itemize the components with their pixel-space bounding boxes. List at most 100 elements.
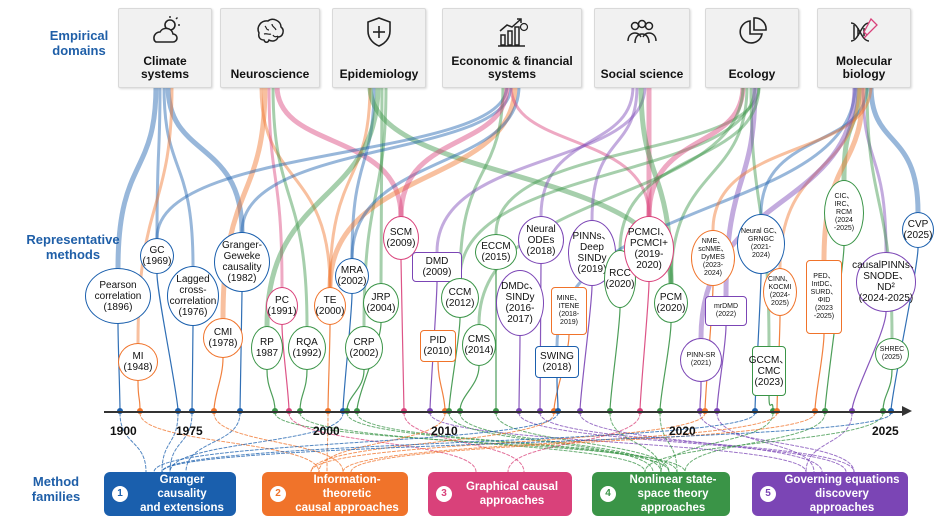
- method-node: CRP (2002): [345, 326, 383, 370]
- domain-method-link: [155, 84, 162, 240]
- domain-climate-systems: Climate systems: [118, 8, 212, 88]
- method-node: MRA (2002): [335, 258, 369, 294]
- method-stem: [459, 365, 480, 412]
- method-node: MINE、 ITENE (2018- 2019): [551, 287, 587, 335]
- method-node: MI (1948): [118, 343, 158, 381]
- domain-method-link: [458, 84, 505, 280]
- method-family-link: [609, 412, 662, 473]
- domain-method-link: [698, 83, 858, 341]
- method-stem: [814, 333, 825, 412]
- method-stem: [639, 281, 650, 412]
- method-family-link: [659, 412, 678, 473]
- method-stem: [299, 369, 308, 412]
- method-stem: [191, 325, 194, 412]
- domain-method-link: [539, 84, 635, 218]
- family-graphical-causal: 3 Graphical causal approaches: [428, 472, 572, 516]
- domain-method-link: [350, 84, 521, 260]
- domain-molecular-biology: Molecular biology: [817, 8, 911, 88]
- family-label: Governing equations discovery approaches: [784, 474, 900, 514]
- method-stem: [890, 247, 919, 412]
- domain-method-link: [494, 84, 761, 236]
- pie-chart-icon: [735, 15, 769, 49]
- domain-method-link: [868, 83, 921, 215]
- tick-label-2000: 2000: [313, 424, 340, 438]
- method-node: GC (1969): [140, 238, 174, 274]
- method-node: GCCM、 CMC (2023): [749, 346, 789, 396]
- method-stem: [327, 324, 331, 412]
- method-family-link: [326, 412, 329, 473]
- domain-method-link: [669, 84, 749, 285]
- method-family-link: [350, 412, 816, 473]
- cloud-sun-icon: [148, 15, 182, 49]
- tick-label-2025: 2025: [872, 424, 899, 438]
- row-label-empirical-domains: Empirical domains: [49, 28, 109, 58]
- family-label: Granger causality and extensions: [140, 474, 224, 514]
- method-stem: [716, 325, 727, 412]
- domain-epidemiology: Epidemiology: [332, 8, 426, 88]
- method-family-link: [660, 412, 774, 473]
- tick-label-2010: 2010: [431, 424, 458, 438]
- method-stem: [156, 273, 179, 412]
- method-node: CMI (1978): [203, 318, 243, 358]
- family-label: Information-theoretic causal approaches: [295, 474, 399, 514]
- method-stem: [346, 369, 365, 412]
- domain-social-science: Social science: [594, 8, 690, 88]
- method-node: DMDc、 SINDy (2016- 2017): [496, 270, 544, 336]
- domain-method-link: [267, 84, 284, 289]
- domain-method-link: [646, 83, 746, 219]
- domain-method-link: [259, 84, 332, 289]
- method-node: CCM (2012): [441, 278, 479, 318]
- domain-label: Neuroscience: [230, 67, 310, 81]
- tick-label-1900: 1900: [110, 424, 137, 438]
- domain-method-link: [509, 84, 651, 218]
- domain-method-link: [778, 84, 861, 270]
- family-governing-equations: 5 Governing equations discovery approache…: [752, 472, 908, 516]
- domain-method-link: [590, 84, 639, 222]
- domain-method-link: [165, 83, 245, 235]
- method-stem: [539, 263, 542, 412]
- domain-economic-financial-systems: Economic & financial systems: [442, 8, 582, 88]
- method-stem: [213, 357, 224, 412]
- method-family-link: [299, 412, 646, 473]
- method-family-link: [539, 412, 855, 473]
- method-node: JRP (2004): [363, 283, 399, 323]
- method-node: ECCM (2015): [475, 234, 517, 270]
- method-family-link: [644, 412, 884, 473]
- row-label-representative-methods: Representative methods: [26, 232, 120, 262]
- family-number-badge: 5: [760, 486, 776, 502]
- shield-plus-icon: [362, 15, 396, 49]
- family-granger-causality: 1 Granger causality and extensions: [104, 472, 236, 516]
- family-number-badge: 4: [600, 486, 616, 502]
- method-stem: [851, 311, 887, 412]
- tick-label-1975: 1975: [176, 424, 203, 438]
- method-node: PED、 IntDC、 SURD、 ΦID (2023 -2025): [806, 260, 842, 334]
- method-stem: [281, 324, 290, 412]
- domain-method-link: [328, 84, 372, 289]
- method-node: mrDMD (2022): [705, 296, 747, 326]
- method-node: CMS (2014): [462, 324, 496, 366]
- domain-label: Epidemiology: [339, 67, 419, 81]
- method-node: SHREC (2025): [875, 338, 909, 370]
- method-node: CIC、 IRC、 RCM (2024 -2025): [824, 180, 864, 246]
- method-stem: [448, 317, 461, 412]
- method-stem: [400, 259, 405, 412]
- domain-method-link: [240, 84, 513, 234]
- domain-method-link: [477, 84, 745, 326]
- timeline-arrowhead: [902, 406, 912, 416]
- method-family-link: [119, 412, 147, 473]
- family-number-badge: 3: [436, 486, 452, 502]
- family-number-badge: 1: [112, 486, 128, 502]
- method-family-link: [429, 412, 807, 473]
- domain-label: Social science: [600, 67, 684, 81]
- family-label: Graphical causal approaches: [465, 481, 559, 507]
- method-node: causalPINNs、 SNODE、 ND² (2024-2025): [852, 252, 920, 312]
- method-node: SWING (2018): [535, 346, 579, 378]
- method-node: Lagged cross- correlation (1976): [167, 266, 219, 326]
- method-node: DMD (2009): [412, 252, 462, 282]
- method-node: PC (1991): [266, 287, 298, 325]
- method-node: Neural GC、 GRNGC (2021- 2024): [737, 214, 785, 274]
- method-node: PID (2010): [420, 330, 456, 362]
- row-label-method-families: Method families: [31, 474, 81, 504]
